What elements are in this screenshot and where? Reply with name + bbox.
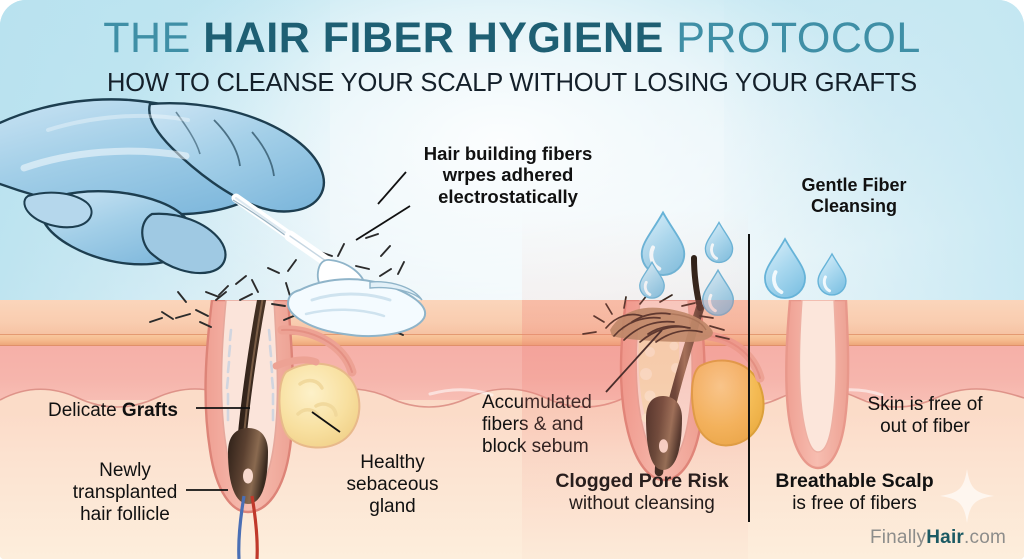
- page-subtitle: HOW TO CLEANSE YOUR SCALP WITHOUT LOSING…: [106, 69, 917, 98]
- annotation-delicate-grafts: Delicate Grafts: [48, 400, 178, 422]
- annotation-breathable-headline: Breathable Scalp: [775, 470, 934, 492]
- left-healthy-follicle: [204, 300, 361, 559]
- annotation-hair-building-fibers: Hair building fibers wrpes adhered elect…: [403, 143, 613, 207]
- annotation-accumulated-line1: Accumulated: [482, 392, 592, 413]
- title-part-emphasis: HAIR FIBER HYGIENE: [203, 14, 664, 62]
- title-block: THE HAIR FIBER HYGIENE PROTOCOL HOW TO C…: [0, 14, 1024, 98]
- middle-clogged-follicle: [619, 300, 765, 482]
- logo-part-domain: .com: [964, 527, 1006, 548]
- annotation-newly-transplanted-follicle: Newly transplanted hair follicle: [55, 460, 195, 526]
- leader-fibers-upper: [377, 171, 407, 205]
- leader-lines: [186, 171, 663, 491]
- annotation-sebaceous-line1: Healthy: [360, 452, 425, 473]
- annotation-gentle-line2: Cleansing: [810, 195, 898, 216]
- annotation-fibers-line1: Hair building fibers: [423, 143, 593, 164]
- annotation-accumulated-line2: fibers & and: [482, 414, 584, 436]
- annotation-fibers-line3: electrostatically: [438, 185, 578, 207]
- annotation-breathable-scalp: Breathable Scalp is free of fibers: [762, 470, 947, 515]
- annotation-fibers-line2: wrpes adhered: [442, 164, 574, 186]
- logo-part-finally: Finally: [869, 527, 927, 548]
- title-part-the: THE: [103, 14, 204, 62]
- annotation-accumulated-fibers: Accumulated fibers & and block sebum: [482, 392, 614, 458]
- annotation-skinfree-line2: out of fiber: [880, 416, 970, 438]
- leader-accumulated: [605, 329, 663, 393]
- section-divider: [748, 234, 750, 522]
- annotation-follicle-line1: Newly: [99, 460, 151, 481]
- hypodermis-layer: [0, 400, 1024, 559]
- leader-sebaceous: [311, 411, 341, 433]
- annotation-sebaceous-line3: gland: [369, 496, 416, 518]
- annotation-gentle-line1: Gentle Fiber: [801, 175, 907, 195]
- accumulated-fiber-clump: [582, 255, 730, 343]
- annotation-grafts-bold: Grafts: [121, 400, 178, 421]
- annotation-clogged-sub: without cleansing: [569, 492, 715, 514]
- water-droplets: [639, 210, 847, 316]
- annotation-breathable-sub: is free of fibers: [792, 492, 917, 514]
- annotation-accumulated-line3: block sebum: [482, 436, 589, 458]
- annotation-follicle-line3: hair follicle: [80, 504, 170, 526]
- annotation-clogged-headline: Clogged Pore Risk: [555, 470, 729, 492]
- gloved-hand-with-swab: [0, 98, 427, 337]
- annotation-follicle-line2: transplanted: [72, 482, 178, 504]
- annotation-healthy-sebaceous-gland: Healthy sebaceous gland: [340, 452, 445, 518]
- annotation-grafts-plain: Delicate: [48, 400, 122, 421]
- page-title: THE HAIR FIBER HYGIENE PROTOCOL: [0, 14, 1024, 62]
- annotation-clogged-pore-risk: Clogged Pore Risk without cleansing: [546, 470, 738, 515]
- annotation-gentle-fiber-cleansing: Gentle Fiber Cleansing: [758, 175, 950, 217]
- brand-logo[interactable]: FinallyHair.com: [870, 527, 1006, 549]
- title-part-protocol: PROTOCOL: [663, 14, 921, 62]
- right-clean-pore: [785, 300, 850, 470]
- annotation-skinfree-line1: Skin is free of: [867, 394, 983, 415]
- annotation-skin-free-of-fiber: Skin is free of out of fiber: [845, 394, 1005, 438]
- logo-part-hair: Hair: [926, 527, 965, 548]
- leader-fibers-lower: [355, 205, 411, 241]
- annotation-sebaceous-line2: sebaceous: [346, 474, 439, 496]
